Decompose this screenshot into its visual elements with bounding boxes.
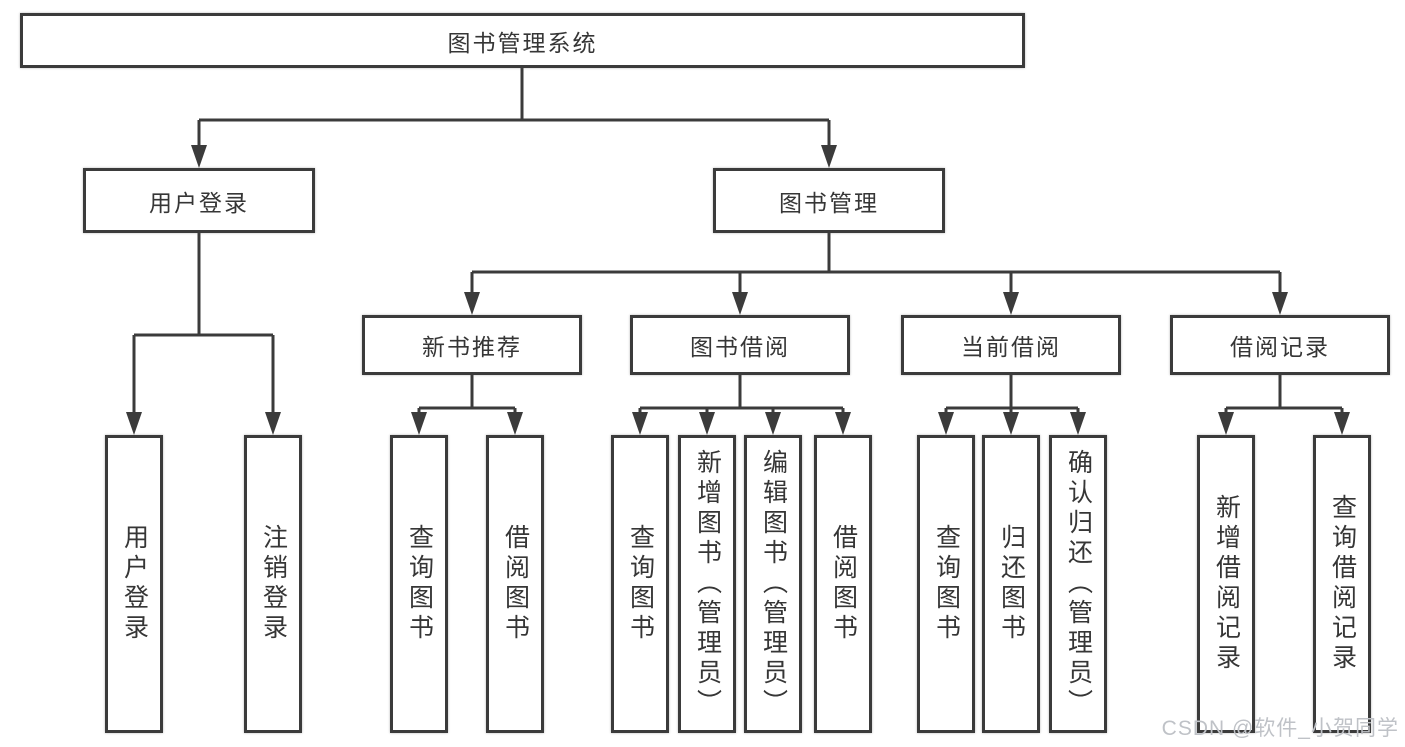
leaf-logout: 注销登录: [244, 435, 302, 733]
arrow-icon: [265, 412, 281, 435]
leaf-bookborrow-query-books: 查询图书: [611, 435, 669, 733]
edge-borrowrecord-branch: [1224, 375, 1344, 413]
arrow-icon: [1334, 412, 1350, 435]
leaf-record-add: 新增借阅记录: [1197, 435, 1255, 733]
arrow-icon: [464, 292, 480, 315]
edge-userlogin-branch: [132, 233, 275, 413]
node-root: 图书管理系统: [20, 13, 1025, 68]
arrow-icon: [821, 145, 837, 168]
edge-root-to-level2: [197, 68, 831, 146]
node-current-borrow: 当前借阅: [901, 315, 1121, 375]
leaf-newbook-query-books: 查询图书: [390, 435, 448, 733]
leaf-bookborrow-borrow-books: 借阅图书: [814, 435, 872, 733]
arrow-icon: [1003, 292, 1019, 315]
arrow-icon: [1272, 292, 1288, 315]
arrow-icon: [1003, 412, 1019, 435]
node-book-borrow: 图书借阅: [630, 315, 850, 375]
csdn-watermark: CSDN @软件_小贺同学: [1161, 717, 1399, 740]
leaf-current-query-books: 查询图书: [917, 435, 975, 733]
edge-bookborrow-branch: [638, 375, 845, 413]
arrow-icon: [732, 292, 748, 315]
arrow-icon: [191, 145, 207, 168]
arrow-icon: [699, 412, 715, 435]
arrow-icon: [835, 412, 851, 435]
edge-newbook-branch: [417, 375, 517, 413]
edge-currentborrow-branch: [944, 375, 1080, 413]
leaf-bookborrow-add-books-admin: 新增图书（管理员）: [678, 435, 736, 733]
arrow-icon: [765, 412, 781, 435]
arrow-icon: [632, 412, 648, 435]
leaf-current-confirm-return-admin: 确认归还（管理员）: [1049, 435, 1107, 733]
leaf-user-login: 用户登录: [105, 435, 163, 733]
leaf-newbook-borrow-books: 借阅图书: [486, 435, 544, 733]
arrow-icon: [938, 412, 954, 435]
leaf-current-return-books: 归还图书: [982, 435, 1040, 733]
node-borrow-record: 借阅记录: [1170, 315, 1390, 375]
arrow-icon: [1218, 412, 1234, 435]
node-book-management: 图书管理: [713, 168, 945, 233]
arrow-icon: [1070, 412, 1086, 435]
arrowheads: [126, 145, 1350, 435]
node-user-login: 用户登录: [83, 168, 315, 233]
tree-edges: [132, 68, 1344, 413]
node-new-book-recommend: 新书推荐: [362, 315, 582, 375]
arrow-icon: [411, 412, 427, 435]
leaf-bookborrow-edit-books-admin: 编辑图书（管理员）: [744, 435, 802, 733]
leaf-record-query: 查询借阅记录: [1313, 435, 1371, 733]
arrow-icon: [507, 412, 523, 435]
arrow-icon: [126, 412, 142, 435]
edge-bookmgmt-branch: [470, 233, 1282, 293]
